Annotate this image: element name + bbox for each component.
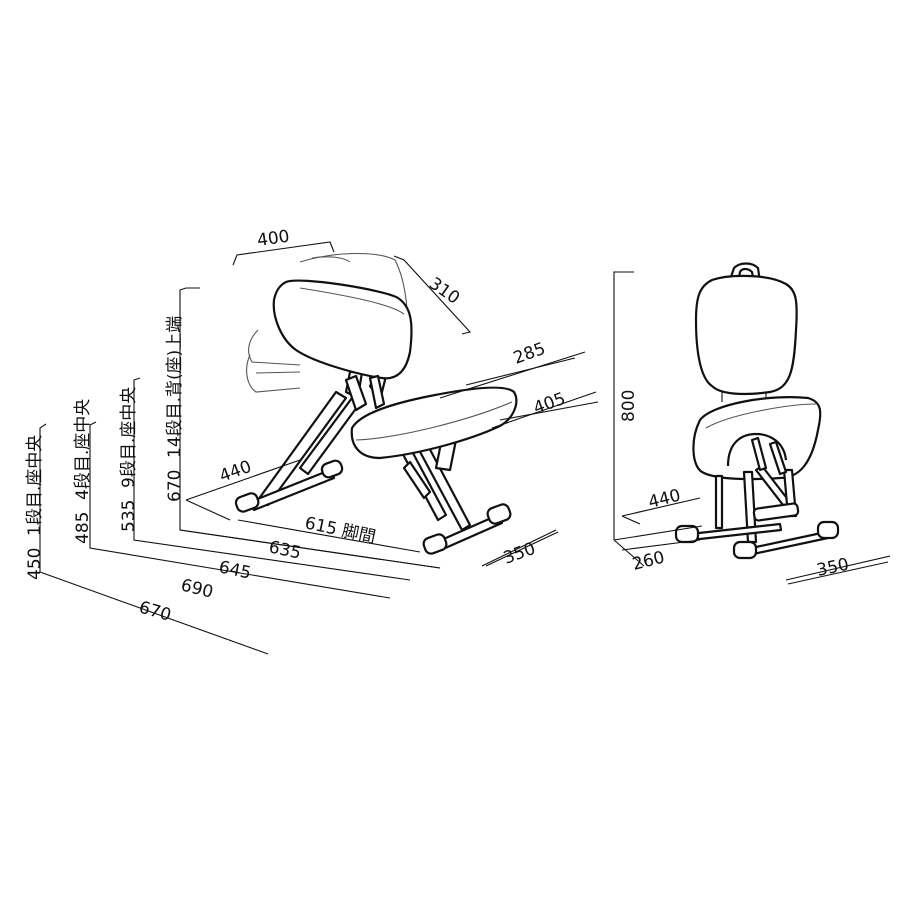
height-670-note: 14段目.背(座)上端 (165, 316, 185, 458)
height-485-note: 4段目.座中央 (73, 399, 93, 500)
side-view-dimension-lines (39, 241, 599, 655)
height-485-value: 485 (73, 512, 93, 544)
rear-foot-bar (234, 459, 344, 513)
length-670-label: 670 (137, 598, 174, 626)
leg-span-615-label: 615 脚間 (303, 513, 377, 548)
backrest-support (344, 374, 368, 412)
seat-depth-label: 405 (531, 389, 568, 419)
front-depth-260-label: 260 (630, 548, 666, 575)
side-depth-440-label: 440 (217, 457, 254, 487)
front-foot-bar (422, 503, 512, 555)
front-view-chair (674, 262, 840, 560)
height-670-value: 670 (165, 470, 185, 502)
front-height-800-label: 800 (619, 390, 639, 422)
height-450-value: 450 (25, 548, 45, 580)
front-depth-440-label: 440 (646, 486, 682, 513)
backrest-width-label: 400 (256, 227, 291, 251)
front-view-legs (714, 436, 800, 544)
height-450-note: 1段目.座中央 (25, 435, 45, 536)
height-535-note: 9段目.座中央 (119, 387, 139, 488)
front-backrest (694, 274, 798, 396)
front-view-foot-bars (674, 520, 840, 560)
height-535-value: 535 (119, 500, 139, 532)
side-view-chair (234, 252, 518, 555)
side-width-350-label: 350 (501, 539, 538, 569)
front-view-dimension-lines (613, 271, 891, 585)
length-645-label: 645 (217, 557, 253, 583)
seat-width-label: 285 (511, 339, 548, 369)
seat-cushion (350, 386, 518, 460)
front-width-350-label: 350 (815, 555, 851, 581)
length-690-label: 690 (179, 575, 215, 602)
backrest-pad (272, 279, 413, 380)
